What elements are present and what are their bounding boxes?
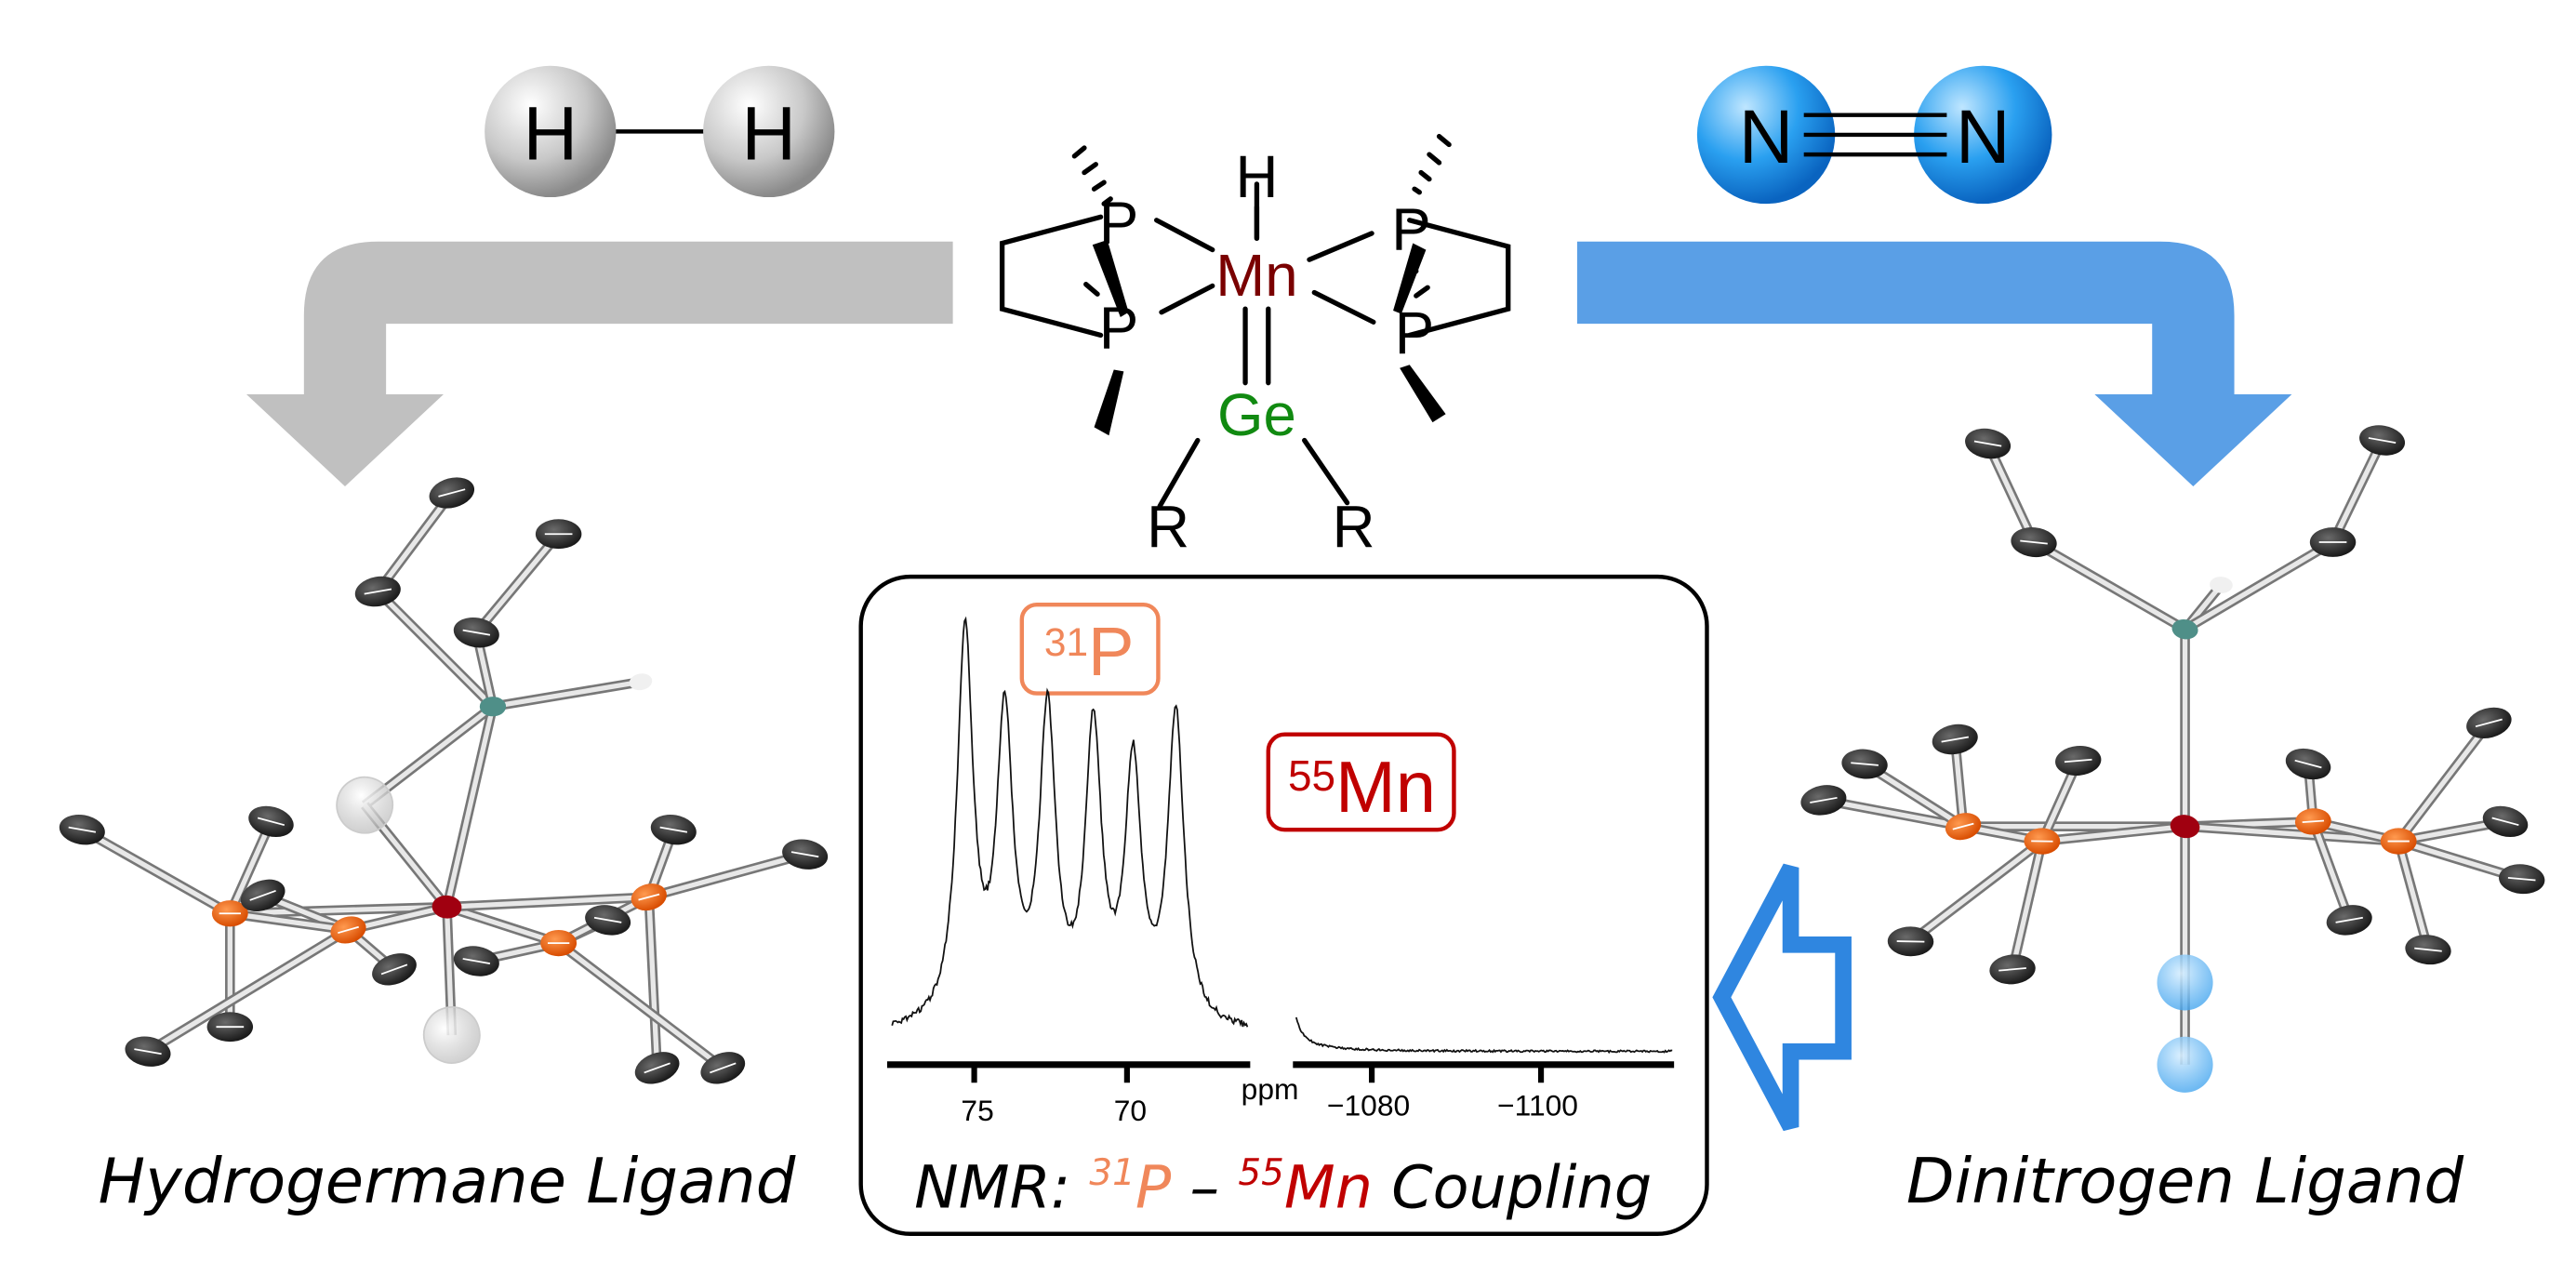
bond-highlight: [82, 830, 230, 913]
tick-label: −1080: [1327, 1089, 1410, 1122]
hydride-sphere: [418, 1001, 486, 1069]
bond-highlight: [2398, 842, 2428, 950]
germanium-atom: [480, 697, 506, 716]
hydrogen-atom: [628, 671, 653, 692]
hydrogermane-crystal-structure: [57, 472, 830, 1089]
nitrogen-label: N: [1956, 95, 2011, 179]
bond-highlight: [2333, 441, 2383, 543]
dihydrogen-molecule: H H: [485, 66, 834, 197]
phosphorus-label: P: [1391, 197, 1430, 263]
nmr-panel-frame: [861, 577, 1707, 1234]
tick-label: −1100: [1497, 1089, 1578, 1122]
tick-label: 70: [1114, 1094, 1147, 1127]
hydrogermane-ligand-label: Hydrogermane Ligand: [99, 1145, 796, 1217]
r-group-label: R: [1333, 494, 1375, 560]
bond-highlight: [447, 907, 559, 943]
bond-highlight: [649, 855, 805, 897]
bond-highlight: [476, 534, 558, 632]
bond-highlight: [559, 943, 724, 1068]
phosphorus-label: P: [1099, 191, 1138, 257]
manganese-atom: [2169, 813, 2202, 841]
hydride-label: H: [1235, 144, 1278, 210]
bond-highlight: [2034, 542, 2185, 630]
unit-label: ppm: [1242, 1072, 1299, 1106]
dinitrogen-molecule: N N: [1697, 66, 2052, 204]
phosphorus-label: P: [1395, 300, 1434, 366]
nitrogen-sphere: [2153, 950, 2218, 1016]
germanium-label: Ge: [1217, 382, 1296, 448]
bond-highlight: [2185, 542, 2333, 630]
nmr-panel: 31P 55Mn 75 70 ppm −1080 −1100 NMR: 31P …: [861, 577, 1707, 1234]
blue-reaction-arrow: [1577, 242, 2291, 486]
hydrogen-label: H: [523, 91, 578, 176]
gray-reaction-arrow: [246, 242, 953, 486]
nitrogen-sphere: [2153, 1032, 2218, 1097]
hydrogen-label: H: [741, 91, 796, 176]
bond-highlight: [493, 682, 641, 706]
dinitrogen-crystal-structure: [1799, 422, 2546, 1097]
dinitrogen-ligand-label: Dinitrogen Ligand: [1906, 1145, 2464, 1217]
r-group-label: R: [1147, 494, 1189, 560]
ellipsoid-axis: [1897, 941, 1925, 942]
phosphorus-label: P: [1099, 296, 1138, 362]
nitrogen-label: N: [1739, 95, 1794, 179]
tick-label: 75: [961, 1094, 993, 1127]
conversion-outline-arrow: [1721, 868, 1843, 1127]
manganese-label: Mn: [1215, 243, 1297, 309]
